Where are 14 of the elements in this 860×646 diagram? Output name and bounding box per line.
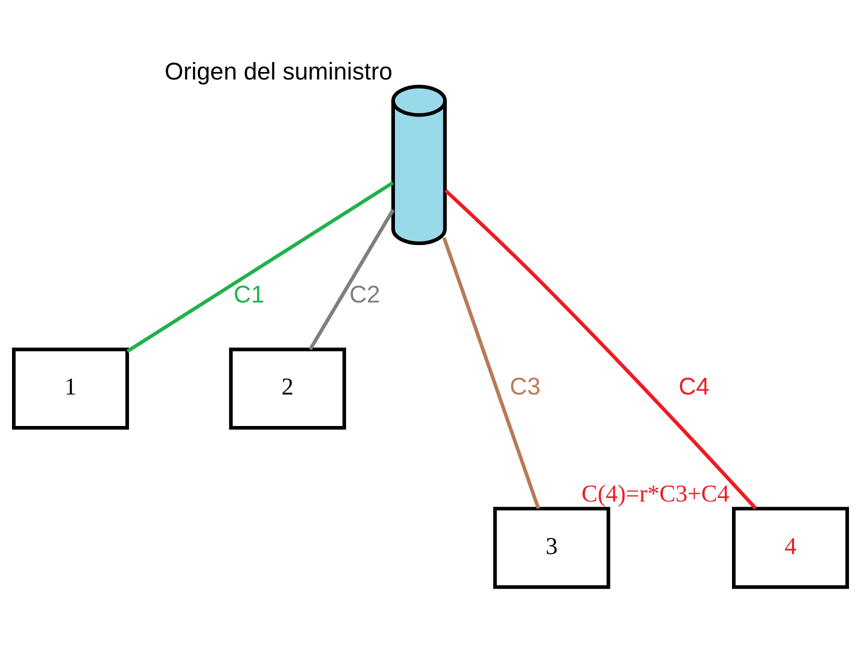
edge-label: C3 (509, 373, 540, 400)
node-label: C(4)=r*C3+C4 (581, 480, 729, 507)
node-label: Origen del suministro (164, 58, 392, 85)
edge-label: C2 (348, 280, 380, 308)
connector (444, 188, 757, 510)
edge-label: C1 (233, 280, 264, 308)
node-box: 1 (12, 347, 128, 430)
node-box: 4 (732, 506, 848, 588)
edge-label: C4 (678, 373, 709, 400)
connector (308, 208, 394, 350)
connector (126, 180, 394, 352)
node-box: 2 (228, 347, 346, 430)
node-box: 3 (492, 506, 610, 588)
connector (442, 236, 540, 509)
